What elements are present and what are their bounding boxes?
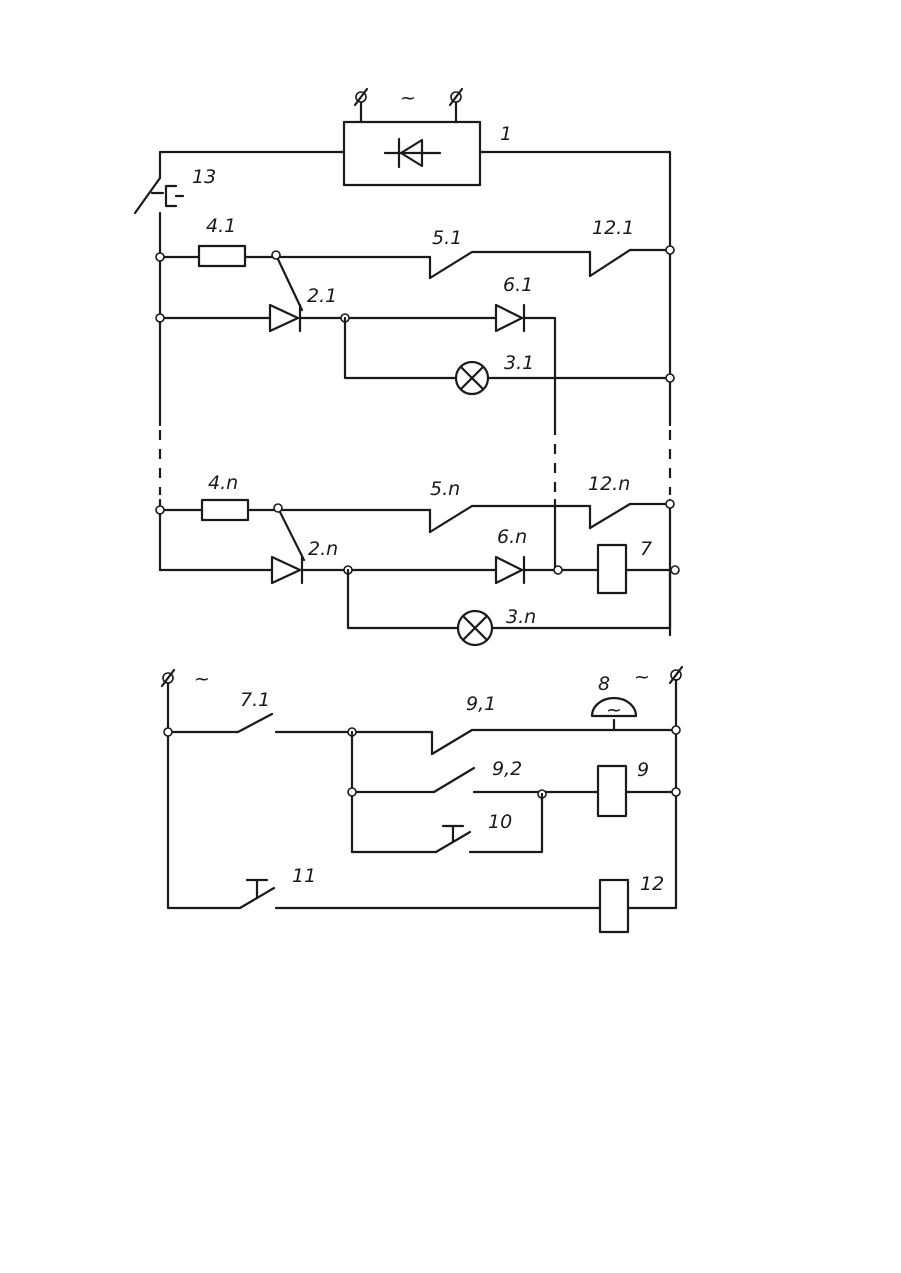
channel-n-lamp-row: 3.n	[348, 570, 670, 645]
label-contact-9-1: 9,1	[466, 693, 496, 715]
channel-1-lamp-row: 3.1	[345, 318, 674, 394]
junction-node	[272, 251, 280, 259]
label-contact-5-n: 5.n	[430, 478, 460, 500]
junction-node	[672, 788, 680, 796]
ac-symbol-top: ~	[400, 87, 416, 109]
bell-ac-symbol: ~	[606, 699, 622, 721]
label-contact-12-1: 12.1	[592, 217, 634, 239]
junction-node	[671, 566, 679, 574]
junction-node	[672, 726, 680, 734]
junction-node	[156, 506, 164, 514]
label-contact-5-1: 5.1	[432, 227, 462, 249]
lower-rails	[168, 680, 676, 908]
channel-1-fuse-row: 4.1 5.1 12.1	[156, 215, 674, 310]
junction-node	[164, 728, 172, 736]
label-button-10: 10	[488, 811, 512, 833]
junction-node	[156, 253, 164, 261]
channel-1-diode-row: 2.1 6.1	[156, 274, 555, 425]
label-lamp-3-n: 3.n	[506, 606, 536, 628]
label-switch-13: 13	[192, 166, 216, 188]
label-contact-9-2: 9,2	[492, 758, 522, 780]
label-diode-6-n: 6.n	[497, 526, 527, 548]
label-bell-8: 8	[598, 673, 610, 695]
label-fuse-4-1: 4.1	[206, 215, 236, 237]
junction-node	[348, 788, 356, 796]
button-10-row: 10	[352, 794, 542, 852]
label-fuse-4-n: 4.n	[208, 472, 238, 494]
ac-symbol-bottom-right: ~	[634, 666, 650, 688]
junction-node	[666, 374, 674, 382]
button-11-row: 11 12	[240, 865, 664, 932]
junction-node	[156, 314, 164, 322]
rectifier-block: 1	[344, 122, 512, 185]
label-diode-6-1: 6.1	[503, 274, 533, 296]
label-relay-7: 7	[640, 538, 652, 560]
label-relay-12: 12	[640, 873, 664, 895]
label-rectifier: 1	[500, 123, 512, 145]
junction-node	[554, 566, 562, 574]
label-lamp-3-1: 3.1	[504, 352, 534, 374]
ac-symbol-bottom-left: ~	[194, 668, 210, 690]
channel-n-diode-row: 2.n 6.n 7	[160, 500, 679, 593]
label-relay-9: 9	[637, 759, 649, 781]
junction-node	[666, 246, 674, 254]
label-diode-2-1: 2.1	[307, 285, 337, 307]
label-diode-2-n: 2.n	[308, 538, 338, 560]
channel-n-fuse-row: 4.n 5.n 12.n	[156, 472, 674, 560]
ac-supply-terminals-top: ~	[355, 87, 462, 122]
junction-node	[666, 500, 674, 508]
label-button-11: 11	[292, 865, 316, 887]
alarm-row: 7.1 9,1 ~ 8	[164, 673, 680, 754]
switch-13: 13	[135, 166, 216, 213]
latch-row: 9,2 9	[348, 732, 680, 852]
label-contact-12-n: 12.n	[588, 473, 630, 495]
junction-node	[274, 504, 282, 512]
label-contact-7-1: 7.1	[240, 689, 270, 711]
